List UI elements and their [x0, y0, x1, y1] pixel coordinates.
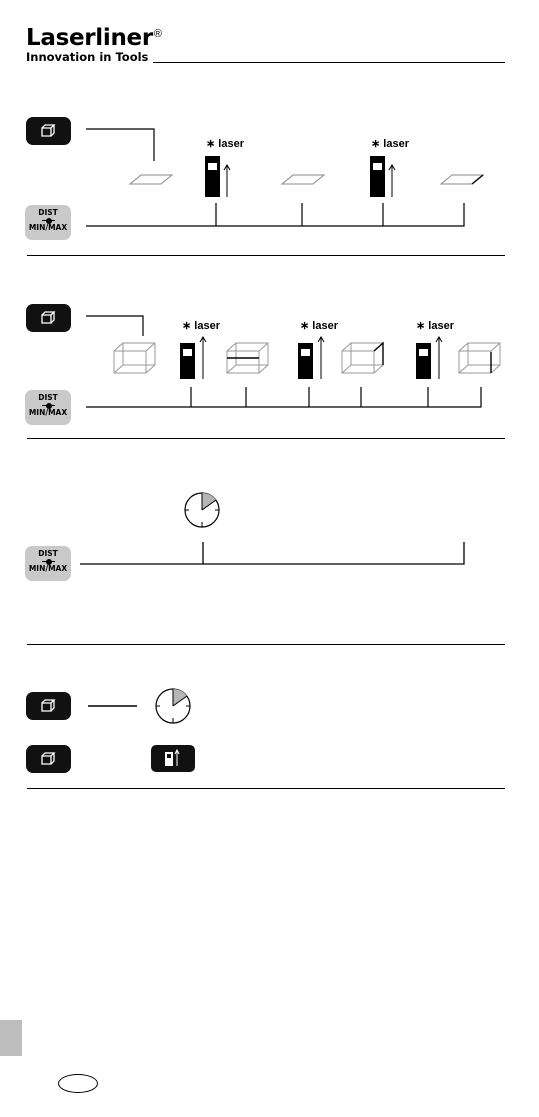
laser-marker: ∗: [371, 138, 381, 150]
laser-label-4: ∗ laser: [300, 320, 338, 332]
dist-minmax-key-3[interactable]: DIST MIN/MAX: [25, 546, 71, 581]
stopwatch-icon: [155, 688, 191, 724]
cube-icon: [41, 311, 56, 324]
laser-meter-icon: [370, 156, 396, 197]
brand-logo: Laserliner® Innovation in Tools: [26, 26, 162, 64]
plane-1: [128, 174, 174, 185]
laser-meter-icon: [298, 336, 325, 379]
laser-label-1: ∗ laser: [206, 138, 244, 150]
laser-label-5: ∗ laser: [416, 320, 454, 332]
page-edge-tab: [0, 1020, 22, 1056]
dist-dot: [46, 217, 52, 224]
cube-icon: [41, 699, 56, 712]
laser-meter-icon: [151, 745, 195, 772]
dist-minmax-key-1[interactable]: DIST MIN/MAX: [25, 205, 71, 240]
area-key-3[interactable]: [26, 692, 71, 720]
dist-dot: [46, 402, 52, 409]
laser-meter-icon: [180, 336, 207, 379]
laser-marker: ∗: [300, 320, 310, 332]
box-1: [113, 342, 156, 374]
dist-label: DIST: [38, 393, 58, 402]
laser-meter-icon: [416, 336, 443, 379]
cube-icon: [41, 124, 56, 137]
box-2: [226, 342, 269, 374]
brand-name: Laserliner: [26, 25, 153, 51]
section-divider: [27, 438, 505, 439]
laser-text: laser: [383, 138, 409, 150]
country-badge: [58, 1074, 98, 1093]
minmax-label: MIN/MAX: [28, 564, 68, 573]
area-key-4[interactable]: [26, 745, 71, 773]
section-divider: [27, 255, 505, 256]
laser-marker: ∗: [206, 138, 216, 150]
laser-marker: ∗: [182, 320, 192, 332]
laser-text: laser: [194, 320, 220, 332]
plane-2: [280, 174, 326, 185]
section-divider: [27, 788, 505, 789]
dist-dot: [46, 558, 52, 565]
dist-label: DIST: [38, 208, 58, 217]
laser-meter-icon: [205, 156, 231, 197]
laser-label-2: ∗ laser: [371, 138, 409, 150]
laser-text: laser: [218, 138, 244, 150]
area-key-2[interactable]: [26, 304, 71, 332]
laser-text: laser: [428, 320, 454, 332]
minmax-label: MIN/MAX: [28, 223, 68, 232]
cube-icon: [41, 752, 56, 765]
header-rule: [153, 62, 505, 63]
minmax-label: MIN/MAX: [28, 408, 68, 417]
area-key-1[interactable]: [26, 117, 71, 145]
laser-label-3: ∗ laser: [182, 320, 220, 332]
dist-label: DIST: [38, 549, 58, 558]
laser-text: laser: [312, 320, 338, 332]
section-divider: [27, 644, 505, 645]
stopwatch-icon: [184, 492, 220, 528]
registered-mark: ®: [153, 28, 163, 40]
laser-marker: ∗: [416, 320, 426, 332]
brand-tagline: Innovation in Tools: [26, 50, 149, 64]
dist-minmax-key-2[interactable]: DIST MIN/MAX: [25, 390, 71, 425]
